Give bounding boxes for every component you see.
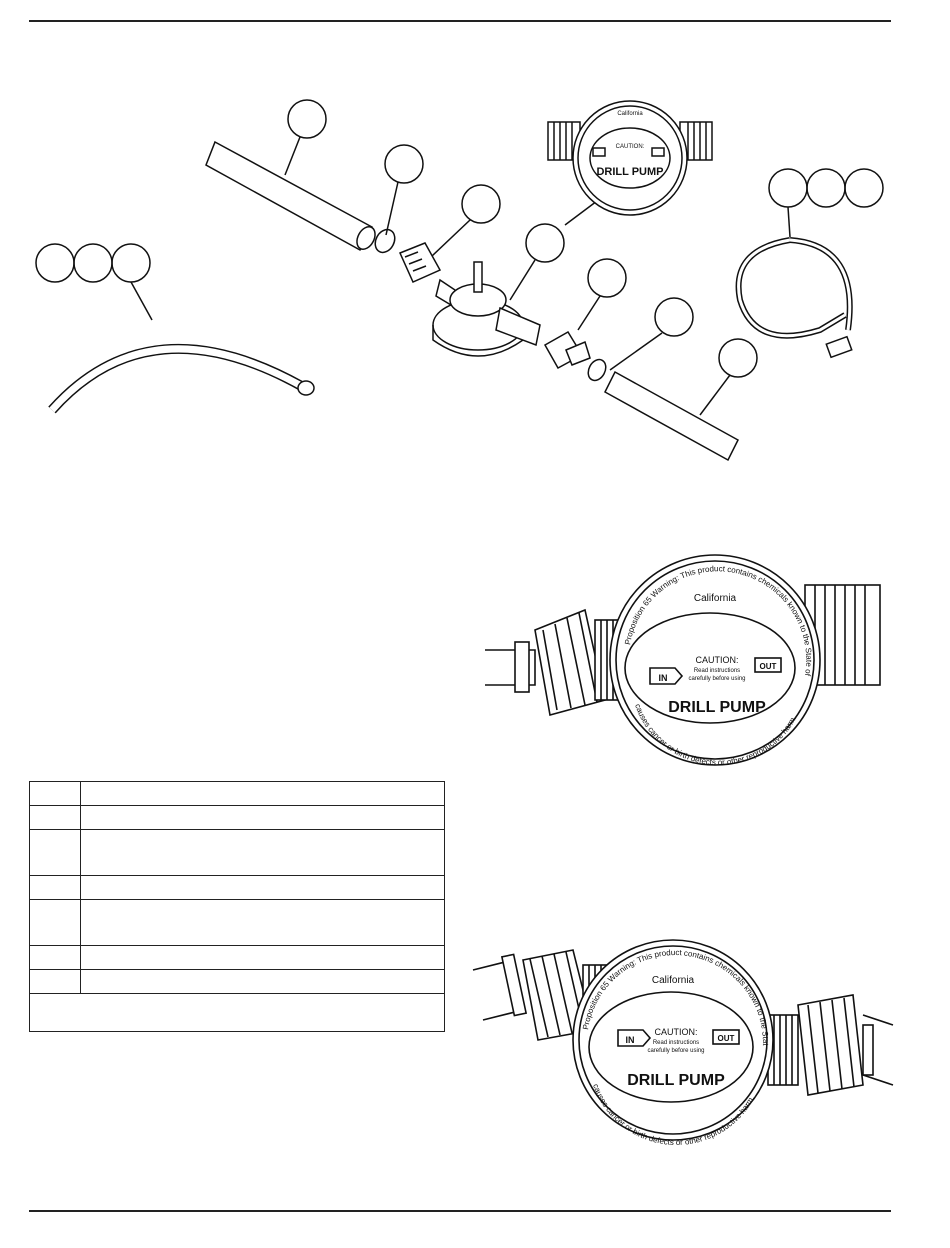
pump-caution-small: CAUTION:: [616, 144, 645, 150]
table-row: [29, 899, 445, 946]
part-number-cell: [29, 945, 81, 970]
part-description-cell: [80, 829, 445, 876]
pump-head-closeup-assembled: California CAUTION: Read instructions ca…: [468, 935, 894, 1147]
exploded-parts-diagram: CAUTION: DRILL PUMP California: [35, 99, 884, 462]
parts-table: [29, 781, 445, 1032]
pump-in-assembled: IN: [626, 1035, 635, 1045]
pump-head-closeup-upper: California CAUTION: Read instructions ca…: [475, 550, 881, 767]
pump-california-assembled: California: [652, 975, 695, 986]
part-description-cell: [80, 781, 445, 806]
callout-circle: [587, 258, 627, 298]
callout-circle: [718, 338, 758, 378]
pump-caution-line1-assembled: Read instructions: [653, 1040, 699, 1046]
pump-in-upper: IN: [659, 673, 668, 683]
pump-out-upper: OUT: [760, 662, 777, 671]
callout-circle: [844, 168, 884, 208]
pump-title-upper: DRILL PUMP: [668, 699, 766, 716]
table-row: [29, 969, 445, 994]
pump-out-assembled: OUT: [718, 1034, 735, 1043]
part-number-cell: [29, 969, 81, 994]
callout-circle: [287, 99, 327, 139]
callout-circle: [525, 223, 565, 263]
callout-circle: [111, 243, 151, 283]
callout-circle: [806, 168, 846, 208]
pump-title-small: DRILL PUMP: [596, 166, 663, 178]
pump-caution-line1-upper: Read instructions: [694, 668, 740, 674]
callout-circle: [35, 243, 75, 283]
pump-caution-line2-upper: carefully before using: [688, 676, 745, 682]
callout-circle: [654, 297, 694, 337]
pump-california-small: California: [617, 111, 643, 117]
table-row: [29, 781, 445, 806]
table-note-row: [29, 993, 445, 1032]
pump-caution-line2-assembled: carefully before using: [647, 1048, 704, 1054]
callout-circle: [461, 184, 501, 224]
part-number-cell: [29, 875, 81, 900]
header-rule: [29, 20, 891, 22]
part-description-cell: [80, 969, 445, 994]
callout-circle: [768, 168, 808, 208]
part-description-cell: [80, 875, 445, 900]
pump-caution-upper: CAUTION:: [695, 655, 738, 665]
part-description-cell: [80, 945, 445, 970]
table-note-cell: [29, 993, 445, 1032]
footer-rule: [29, 1210, 891, 1212]
part-description-cell: [80, 805, 445, 830]
table-row: [29, 875, 445, 900]
table-row: [29, 829, 445, 876]
pump-caution-assembled: CAUTION:: [654, 1027, 697, 1037]
part-number-cell: [29, 781, 81, 806]
part-description-cell: [80, 899, 445, 946]
part-number-cell: [29, 899, 81, 946]
callout-circle: [73, 243, 113, 283]
table-row: [29, 805, 445, 830]
part-number-cell: [29, 805, 81, 830]
callout-circle: [384, 144, 424, 184]
table-row: [29, 945, 445, 970]
part-number-cell: [29, 829, 81, 876]
pump-california-upper: California: [694, 593, 737, 604]
pump-title-assembled: DRILL PUMP: [627, 1072, 725, 1089]
